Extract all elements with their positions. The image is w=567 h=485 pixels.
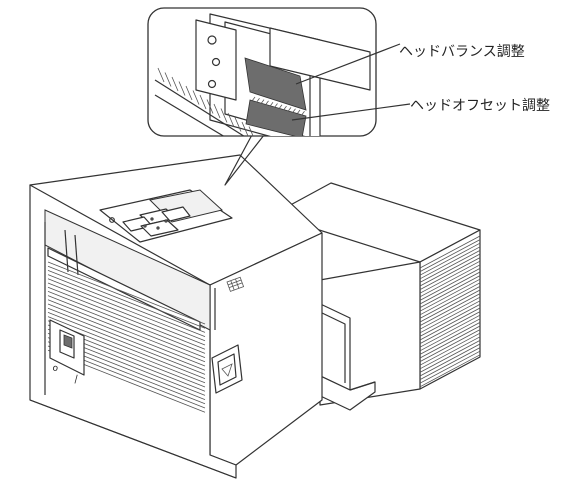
arrow-key-right[interactable] [164, 219, 168, 223]
navigation-keys[interactable] [122, 206, 191, 237]
callout-head-offset: ヘッドオフセット調整 [410, 98, 550, 114]
arrow-key-left[interactable] [143, 224, 147, 228]
control-panel [99, 189, 233, 243]
zoom-detail [147, 7, 377, 138]
head-balance-adjuster[interactable] [244, 57, 307, 111]
leader-line-offset [291, 103, 411, 121]
indicator-led [109, 217, 115, 223]
vent-grille [226, 276, 245, 292]
power-off-mark: o [51, 363, 59, 374]
feed-button[interactable] [211, 344, 243, 394]
arrow-key-down[interactable] [156, 226, 160, 230]
arrow-key-up[interactable] [150, 217, 154, 221]
label-paper-stack [271, 182, 481, 406]
power-on-mark: | [73, 374, 79, 384]
leader-line-balance [295, 43, 401, 85]
callout-head-balance: ヘッドバランス調整 [399, 44, 525, 60]
head-offset-adjuster[interactable] [245, 99, 307, 138]
